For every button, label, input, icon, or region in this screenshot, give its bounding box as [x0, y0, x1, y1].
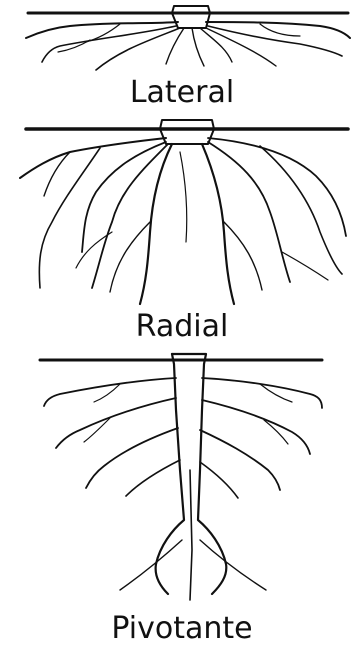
- lateral-root-drawing: [0, 0, 364, 80]
- lateral-branch: [200, 430, 280, 490]
- lateral-branch: [126, 460, 180, 496]
- radial-root-panel: Radial: [0, 112, 364, 352]
- taproot: [156, 354, 184, 594]
- taproot: [190, 470, 192, 600]
- lateral-root: [260, 24, 300, 36]
- pivotante-root-drawing: [0, 350, 364, 612]
- lateral-branch: [202, 400, 310, 454]
- pivotante-root-panel: Pivotante: [0, 350, 364, 658]
- radial-label: Radial: [0, 312, 364, 342]
- lateral-root: [192, 28, 204, 66]
- radial-root: [39, 148, 100, 288]
- lateral-branch: [56, 398, 176, 448]
- radial-root: [180, 152, 187, 242]
- lateral-root-panel: Lateral: [0, 0, 364, 110]
- lateral-branch: [200, 540, 266, 590]
- radial-root: [208, 138, 346, 236]
- pivotante-label: Pivotante: [0, 614, 364, 644]
- root-crown: [160, 120, 214, 144]
- lateral-root: [96, 28, 180, 70]
- radial-root-drawing: [0, 112, 364, 312]
- lateral-root: [208, 26, 342, 56]
- root-crown: [172, 6, 210, 28]
- lateral-branch: [120, 540, 182, 590]
- radial-root: [202, 144, 234, 304]
- lateral-branch: [200, 462, 238, 498]
- lateral-branch: [202, 378, 322, 408]
- lateral-root: [166, 28, 184, 64]
- radial-root: [92, 144, 168, 288]
- lateral-branch: [86, 428, 178, 488]
- lateral-branch: [44, 378, 176, 406]
- lateral-label: Lateral: [0, 78, 364, 108]
- radial-root: [44, 152, 70, 196]
